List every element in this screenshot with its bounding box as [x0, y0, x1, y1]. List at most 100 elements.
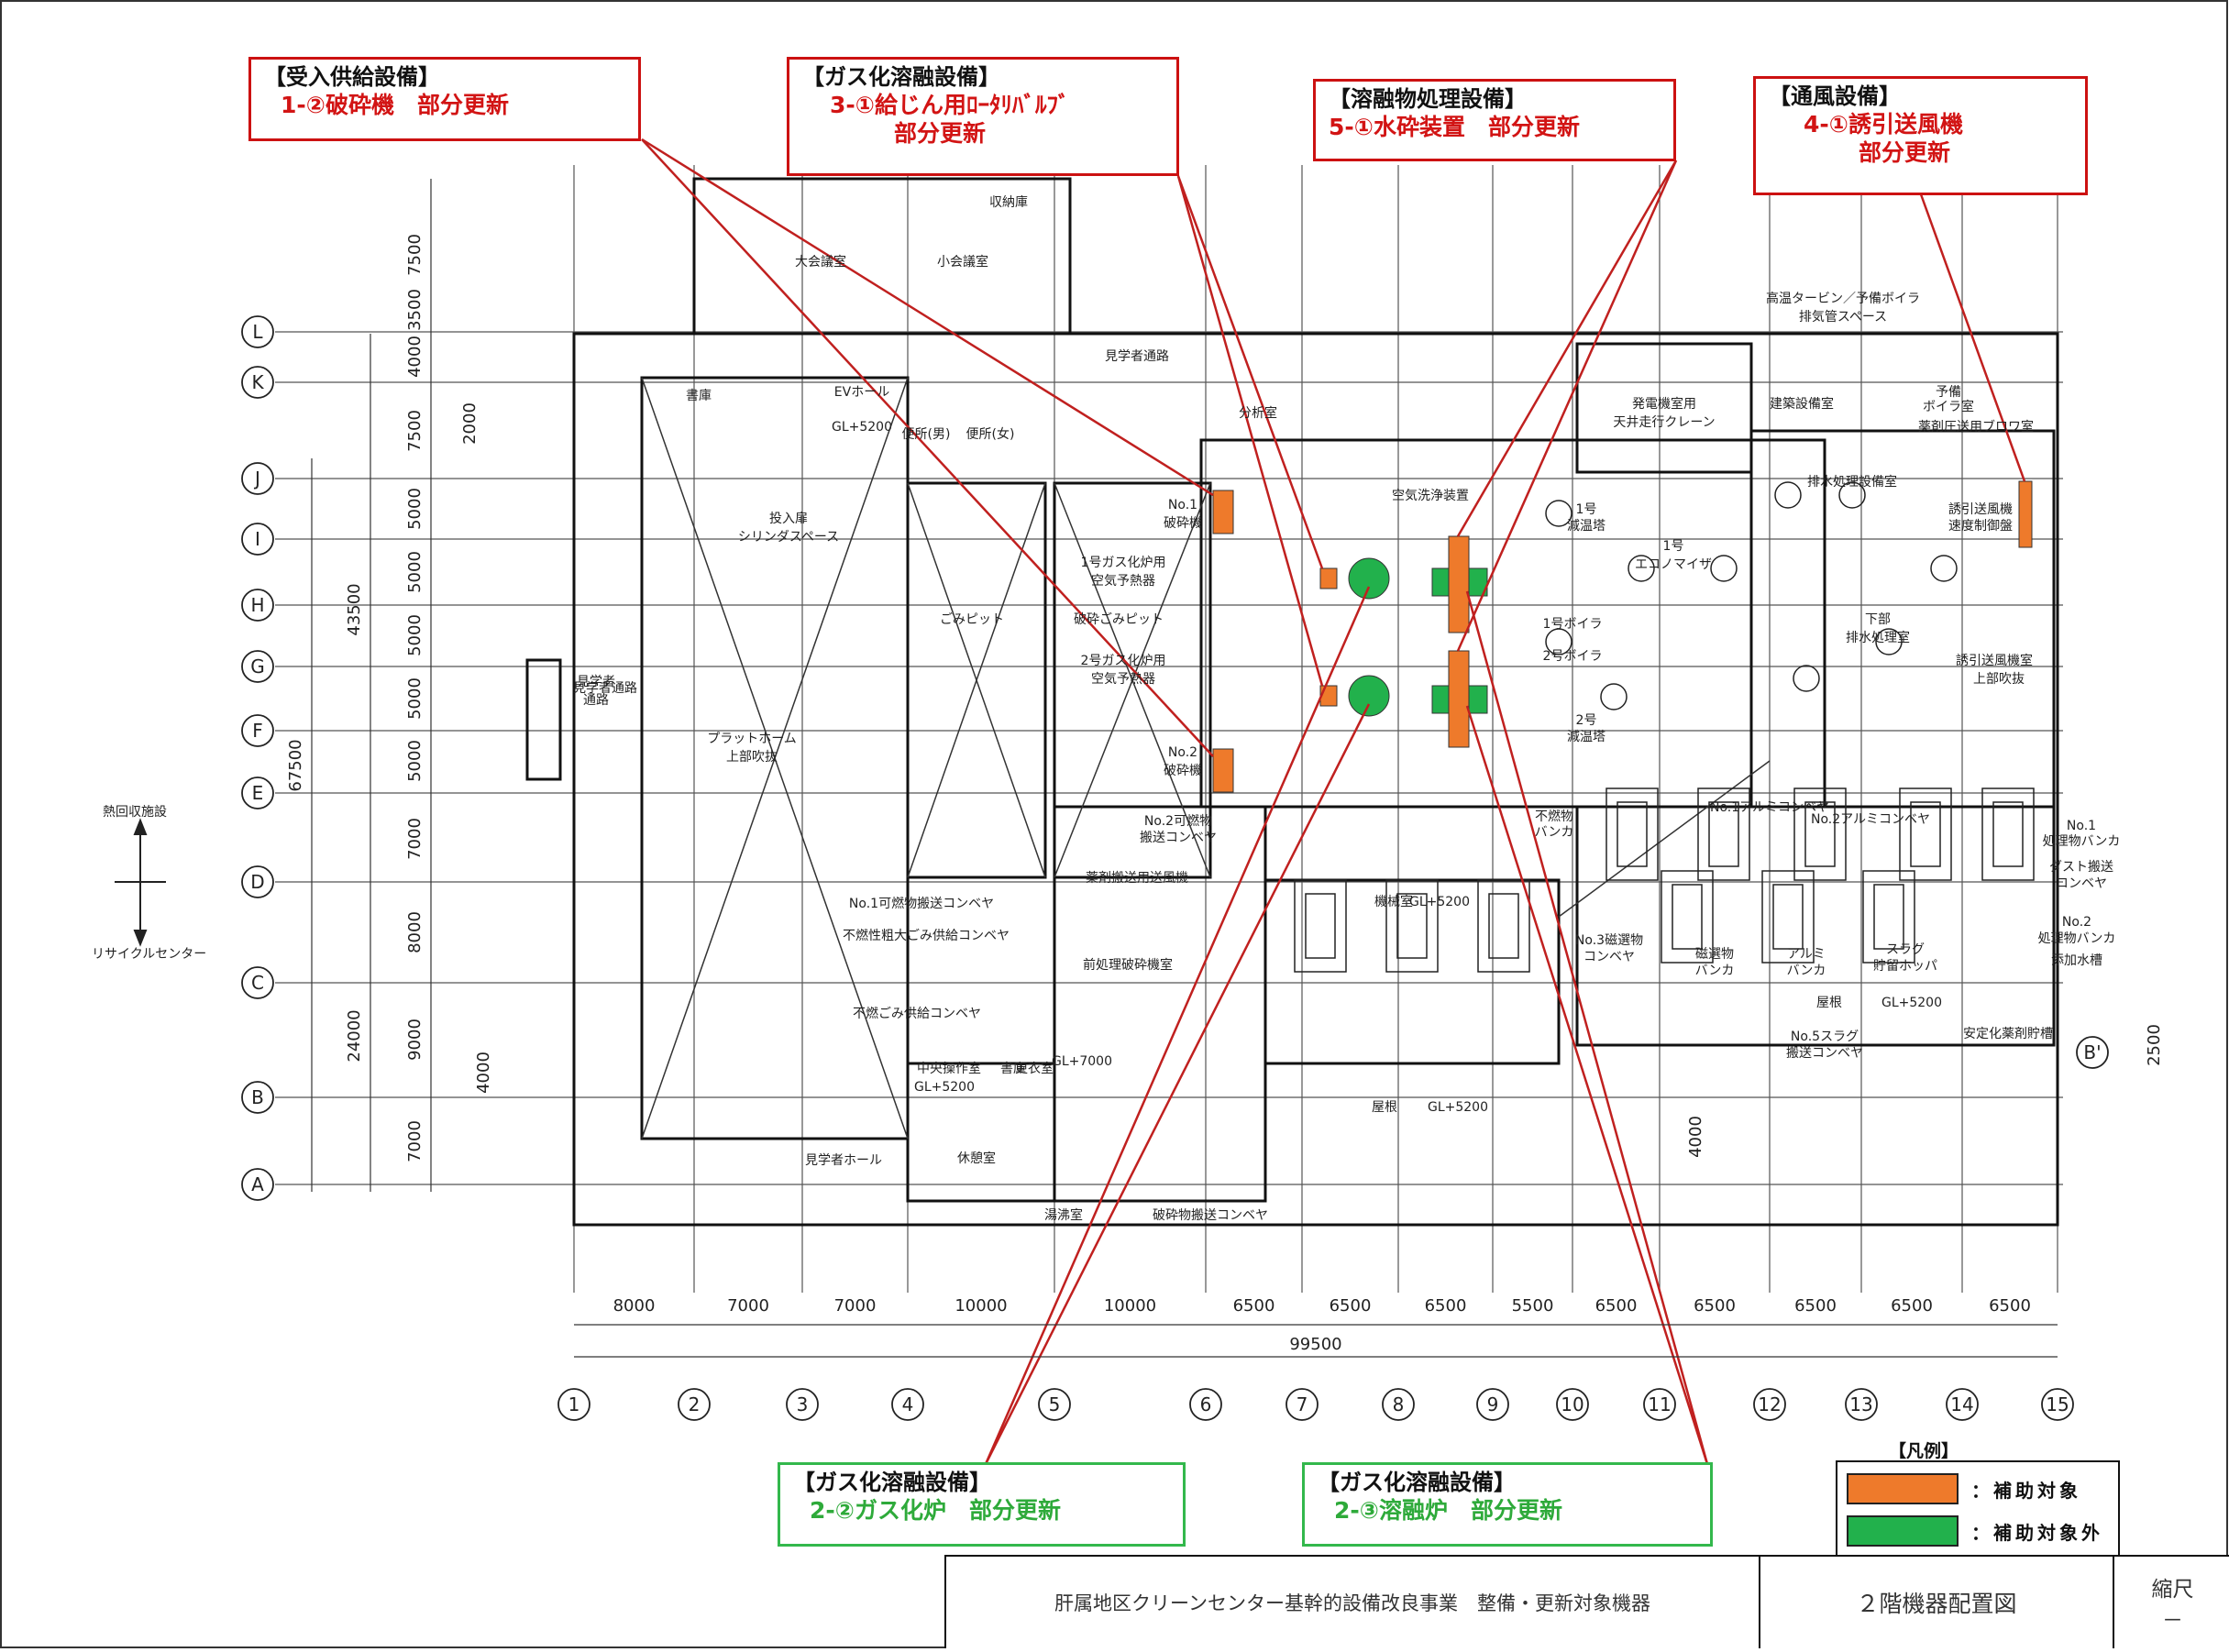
dim-bottom: 10000: [954, 1296, 1007, 1316]
room-label-r67: 屋根: [1372, 1100, 1397, 1115]
room-label-r66: GL+5200: [1409, 895, 1470, 909]
room-label-r34: ボイラ室: [1923, 399, 1974, 414]
grid-row-label: B: [251, 1086, 264, 1108]
grid-row-label: I: [255, 528, 260, 550]
grid-row-bubble: [241, 462, 274, 495]
room-label-r88: 屋根: [1816, 996, 1842, 1010]
room-label-r46: 下部: [1865, 612, 1891, 627]
room-label-r24: 空気予熱器: [1091, 672, 1155, 687]
dim-left: 4000: [405, 336, 425, 378]
grid-row-label: E: [252, 782, 264, 804]
rotary-valve-1-marker: [1319, 567, 1338, 589]
room-label-r12: ごみピット: [940, 612, 1004, 627]
room-label-r22: 空気予熱器: [1091, 574, 1155, 589]
room-label-r7: GL+5200: [832, 420, 892, 435]
room-label-r29: 建築設備室: [1770, 396, 1834, 412]
room-label-r56: 不燃ごみ供給コンベヤ: [853, 1006, 981, 1021]
dim-bottom: 8000: [613, 1296, 656, 1316]
callout-induced-fan: 【通風設備】 4-①誘引送風機 部分更新: [1753, 76, 2088, 195]
dim-bottom: 7000: [834, 1296, 877, 1316]
room-label-r51: 搬送コンベヤ: [1140, 831, 1217, 845]
room-label-r19: No.2: [1168, 745, 1197, 760]
grid-row-label: L: [252, 321, 263, 343]
room-label-r31: 高温タービン／予備ボイラ: [1766, 291, 1920, 306]
dim-left: 7500: [405, 234, 425, 276]
preprocessing-area: [1053, 805, 1267, 1203]
room-label-r78: コンベヤ: [2056, 876, 2107, 891]
room-label-r69: No.3磁選物: [1575, 933, 1643, 948]
gasifier-1-marker: [1348, 557, 1390, 600]
dim-left: 5000: [405, 551, 425, 593]
callout-rotary-valve-line2: 部分更新: [894, 120, 987, 148]
room-label-r70: コンベヤ: [1583, 950, 1635, 964]
room-label-r6: EVホール: [834, 385, 889, 400]
orientation-south: リサイクルセンター: [92, 947, 206, 962]
grid-row-label: K: [251, 371, 264, 393]
room-label-r62: 休憩室: [957, 1151, 996, 1166]
room-label-r9: 便所(女): [966, 426, 1015, 442]
title-scale: 縮尺 －: [2114, 1557, 2229, 1648]
room-label-r3: 収納庫: [989, 194, 1028, 210]
room-label-r14: プラットホーム: [707, 732, 797, 746]
grid-row-bubble: [241, 1081, 274, 1114]
dim-bottom: 6500: [1794, 1296, 1837, 1316]
room-label-r47: 排水処理室: [1846, 630, 1910, 645]
room-label-r39: エコノマイザ: [1635, 557, 1712, 572]
room-label-r64: 破砕物搬送コンベヤ: [1153, 1208, 1268, 1223]
dim-left: 5000: [405, 740, 425, 782]
grid-row-bubble: [241, 1168, 274, 1201]
grid-bprime-bubble: [2076, 1036, 2109, 1069]
room-label-r36: 減温塔: [1567, 518, 1606, 534]
room-label-r87: 貯留ホッパ: [1873, 959, 1937, 974]
grid-col-bubble: [1038, 1388, 1071, 1421]
grid-col-label: 12: [1758, 1393, 1781, 1415]
room-label-r5: 書庫: [686, 388, 712, 403]
induced-fan-marker: [2018, 480, 2033, 548]
callout-granulator-head: 【溶融物処理設備】: [1329, 86, 1527, 112]
dim-bottom: 6500: [1989, 1296, 2031, 1316]
crushed-refuse-pit: [1053, 481, 1212, 879]
grid-col-bubble: [1382, 1388, 1415, 1421]
room-label-r86: スラグ: [1886, 942, 1925, 957]
room-label-r28: 天井走行クレーン: [1613, 415, 1715, 430]
room-label-r68: GL+5200: [1428, 1100, 1488, 1115]
grid-col-bubble: [1643, 1388, 1676, 1421]
building-outline: [572, 332, 2059, 1227]
callout-rotary-valve: 【ガス化溶融設備】 3-①給じん用ﾛｰﾀﾘﾊﾞﾙﾌﾞ 部分更新: [787, 57, 1179, 176]
callout-crusher-line: 1-②破砕機 部分更新: [281, 92, 509, 118]
stair-left: [525, 658, 562, 781]
room-label-r61: 見学者ホール: [805, 1153, 882, 1168]
grid-row-bubble: [241, 865, 274, 898]
title-scale-value: －: [2162, 1609, 2183, 1633]
room-label-r93: GL+7000: [1052, 1054, 1112, 1069]
crane-room: [1575, 342, 1753, 474]
dim-left: 7000: [405, 1120, 425, 1162]
grid-col-bubble: [678, 1388, 711, 1421]
room-label-r65: 機械室: [1374, 894, 1413, 909]
grid-row-bubble: [241, 650, 274, 683]
room-label-r18: 破砕機: [1164, 516, 1202, 531]
dim-bottom: 7000: [727, 1296, 769, 1316]
dim-left: 8000: [405, 911, 425, 953]
crusher-no1-marker: [1212, 490, 1234, 534]
room-label-r49: 上部吹抜: [1973, 672, 2025, 687]
water-granulator-1-marker: [1448, 535, 1470, 633]
grid-row-bubble: [241, 714, 274, 747]
room-label-r76: 処理物バンカ: [2043, 834, 2121, 849]
grid-col-label: 4: [902, 1393, 914, 1415]
room-label-r53: No.1可燃物搬送コンベヤ: [849, 896, 994, 911]
grid-bprime-label: B': [2083, 1041, 2101, 1063]
grid-col-label: 14: [1950, 1393, 1973, 1415]
induced-fan-room: [1749, 429, 2056, 809]
room-label-r27: 発電機室用: [1632, 396, 1696, 412]
room-label-r71: 不燃物: [1535, 809, 1573, 824]
dim-left: 7000: [405, 818, 425, 860]
room-label-r13: 破砕ごみピット: [1074, 612, 1164, 627]
grid-col-label: 6: [1200, 1393, 1212, 1415]
room-label-r77: ダスト搬送: [2049, 860, 2113, 875]
room-label-r91: 搬送コンベヤ: [1786, 1046, 1863, 1061]
title-drawing: ２階機器配置図: [1760, 1557, 2114, 1648]
room-label-r81: 添加水槽: [2051, 953, 2102, 968]
room-label-r37: 1号ボイラ: [1543, 617, 1603, 632]
